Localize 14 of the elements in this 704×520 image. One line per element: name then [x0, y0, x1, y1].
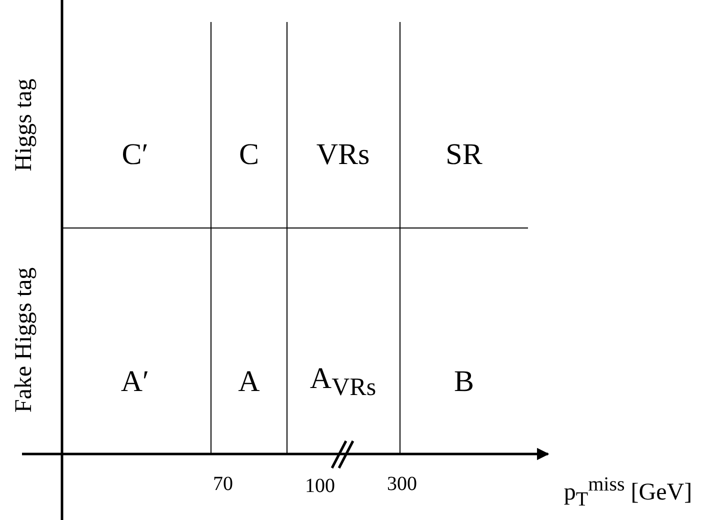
region-label: C: [239, 140, 259, 170]
region-label: C′: [122, 140, 148, 170]
region-label: SR: [446, 140, 482, 170]
axis-label: Fake Higgs tag: [12, 267, 36, 413]
region-label: A′: [120, 367, 150, 397]
tick-label: 70: [213, 474, 233, 494]
region-label: A: [238, 367, 260, 397]
region-label: VRs: [316, 140, 370, 170]
region-label: A$_{VRs}$: [310, 364, 376, 400]
tick-label: 100: [305, 476, 335, 496]
region-label: B: [454, 367, 474, 397]
tick-label: 300: [387, 474, 417, 494]
axis-label: Higgs tag: [12, 78, 36, 172]
axis-title: p$_{T}$$^{miss}$ [GeV]: [564, 474, 692, 510]
